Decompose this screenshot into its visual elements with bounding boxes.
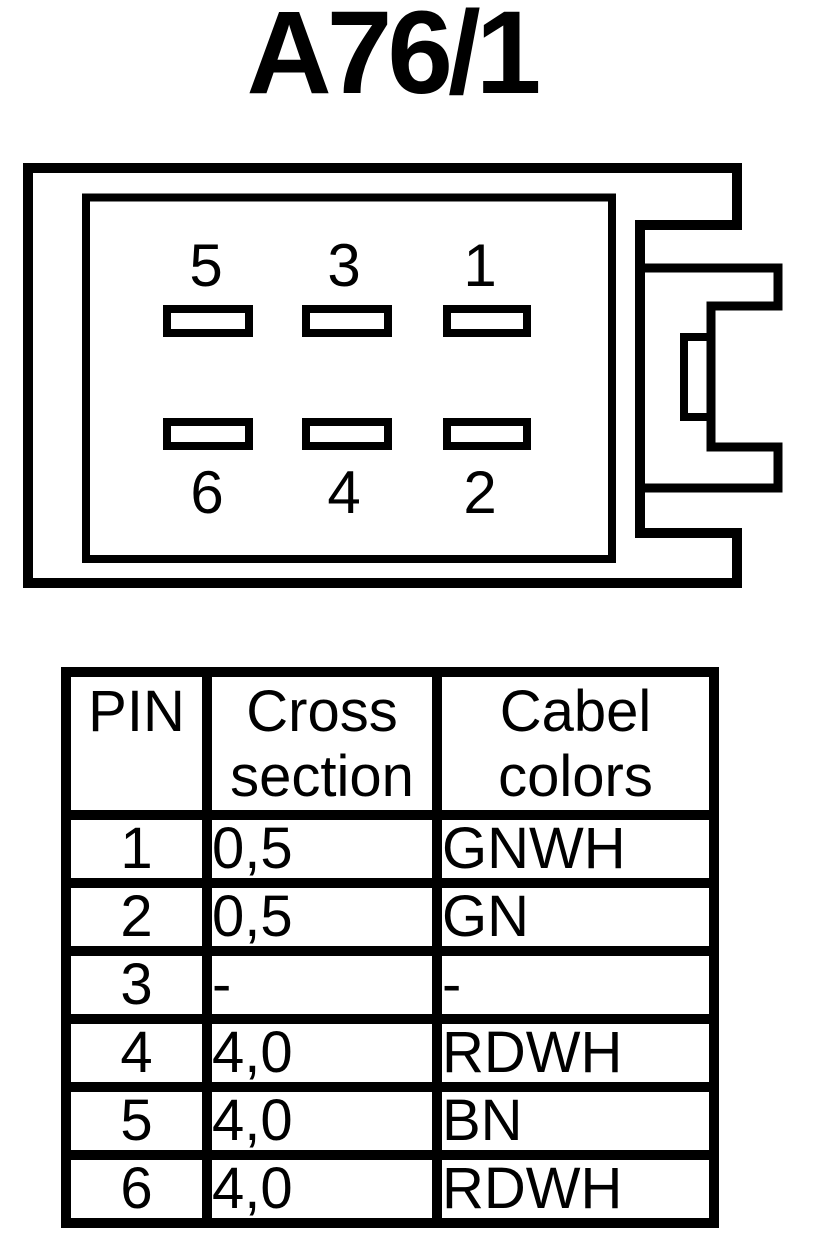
page-title: A76/1 — [246, 0, 542, 119]
cell-pin: 2 — [61, 878, 212, 956]
connector-key-bump — [680, 333, 711, 421]
pin-slot-3 — [302, 305, 392, 337]
table-row: 2 0,5 GN — [61, 878, 719, 956]
cell-cross-section: 0,5 — [202, 878, 442, 956]
pin-label-1: 1 — [463, 232, 496, 299]
cell-pin: 4 — [61, 1014, 212, 1092]
pin-label-4: 4 — [327, 459, 360, 526]
connector-outer-outline — [23, 163, 742, 588]
table-row: 4 4,0 RDWH — [61, 1014, 719, 1092]
table-row: 1 0,5 GNWH — [61, 810, 719, 888]
pin-label-5: 5 — [189, 232, 222, 299]
col-header-pin: PIN — [61, 667, 212, 820]
pin-field-outline — [82, 193, 616, 563]
cell-cable-color: BN — [432, 1082, 719, 1160]
cell-cable-color: RDWH — [432, 1014, 719, 1092]
cell-pin: 6 — [61, 1150, 212, 1228]
col-header-cable-colors: Cabel colors — [432, 667, 719, 820]
cell-cross-section: 4,0 — [202, 1082, 442, 1160]
table-row: 6 4,0 RDWH — [61, 1150, 719, 1228]
cell-cross-section: 4,0 — [202, 1150, 442, 1228]
cell-cable-color: RDWH — [432, 1150, 719, 1228]
cell-cross-section: 0,5 — [202, 810, 442, 888]
cell-cable-color: - — [432, 946, 719, 1024]
pin-slot-2 — [443, 418, 531, 450]
pin-label-3: 3 — [327, 232, 360, 299]
table-header-row: PIN Cross section Cabel colors — [61, 667, 719, 820]
table-row: 5 4,0 BN — [61, 1082, 719, 1160]
pin-slot-5 — [163, 305, 253, 337]
pin-label-2: 2 — [463, 459, 496, 526]
col-header-cross-section: Cross section — [202, 667, 442, 820]
cell-pin: 3 — [61, 946, 212, 1024]
cell-cable-color: GN — [432, 878, 719, 956]
cell-pin: 1 — [61, 810, 212, 888]
cell-cross-section: - — [202, 946, 442, 1024]
pin-slot-4 — [302, 418, 392, 450]
cell-cable-color: GNWH — [432, 810, 719, 888]
connector-key-tab — [640, 263, 783, 493]
cell-pin: 5 — [61, 1082, 212, 1160]
pinout-table: PIN Cross section Cabel colors 1 0,5 GNW… — [61, 667, 719, 1228]
pin-label-6: 6 — [190, 459, 223, 526]
table-row: 3 - - — [61, 946, 719, 1024]
cell-cross-section: 4,0 — [202, 1014, 442, 1092]
connector-diagram: 5 3 1 6 4 2 — [23, 163, 783, 588]
pin-slot-1 — [443, 305, 531, 337]
pin-slot-6 — [163, 418, 253, 450]
